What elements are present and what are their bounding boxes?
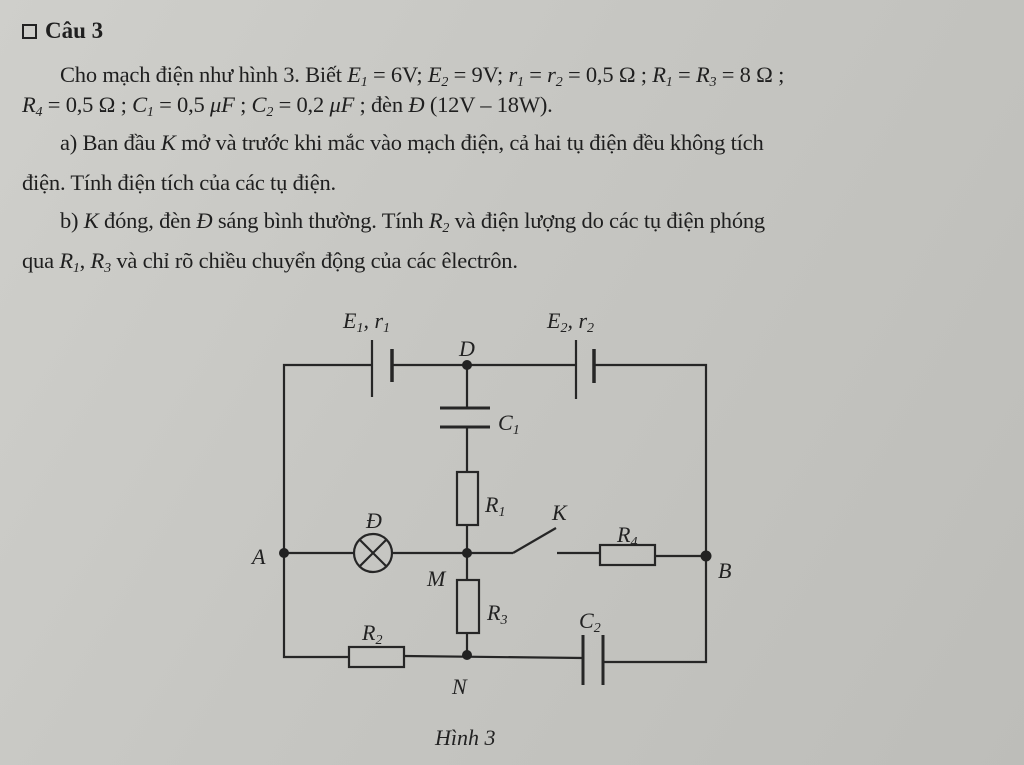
- label-e1: E1, r1: [342, 308, 390, 336]
- text-run: (12V – 18W).: [424, 92, 553, 117]
- capacitor-c1-symbol: [440, 406, 490, 429]
- math-symbol: r: [508, 62, 517, 87]
- math-symbol: K: [160, 130, 176, 155]
- text-run: mở và trước khi mắc vào mạch điện, cả ha…: [175, 130, 764, 155]
- text-run: a) Ban đầu: [60, 130, 161, 155]
- battery-e1-symbol: [370, 340, 394, 397]
- top-wire: [282, 363, 708, 556]
- math-symbol: R: [59, 248, 73, 273]
- text-run: b): [60, 208, 84, 233]
- wire-c2-b: [603, 556, 708, 664]
- math-symbol: K: [83, 208, 99, 233]
- label-node-d: D: [458, 336, 475, 361]
- text-run: = 0,5: [153, 92, 210, 117]
- math-symbol: E: [427, 62, 442, 87]
- part-b-line-1: b) K đóng, đèn Đ sáng bình thường. Tính …: [60, 208, 765, 237]
- math-symbol: μF: [329, 92, 355, 117]
- label-node-m: M: [426, 566, 447, 591]
- math-symbol: R: [22, 92, 36, 117]
- math-symbol: R: [428, 208, 443, 233]
- text-run: = 9V;: [448, 62, 509, 87]
- node-d-dot: [462, 360, 472, 370]
- battery-e2-symbol: [574, 340, 596, 399]
- label-r2: R2: [361, 620, 382, 648]
- resistor-r4-symbol: [598, 543, 657, 567]
- node-b-dot: [700, 550, 712, 562]
- text-run: =: [523, 62, 548, 87]
- label-node-a: A: [250, 544, 266, 569]
- math-symbol: R: [90, 248, 105, 273]
- text-run: đóng, đèn: [98, 208, 197, 233]
- subscript: 3: [104, 261, 111, 276]
- math-symbol: C: [251, 92, 267, 117]
- checkbox-square-icon: [22, 23, 37, 39]
- math-symbol: Đ: [196, 208, 213, 233]
- text-run: và điện lượng do các tụ điện phóng: [449, 208, 766, 233]
- label-r4: R4: [616, 522, 637, 550]
- text-run: = 0,5 Ω ;: [562, 62, 653, 87]
- text-run: qua: [22, 248, 60, 273]
- question-heading: Câu 3: [22, 18, 103, 44]
- math-symbol: E: [347, 62, 361, 87]
- node-n-dot: [462, 650, 472, 660]
- text-run: = 8 Ω ;: [716, 62, 785, 87]
- part-a-line-2: điện. Tính điện tích của các tụ điện.: [22, 170, 336, 196]
- math-symbol: R: [652, 62, 666, 87]
- subscript: 3: [709, 75, 717, 90]
- subscript: 2: [442, 221, 450, 236]
- wire-r2-n-c2: [403, 654, 584, 660]
- problem-line-1: Cho mạch điện như hình 3. Biết E1 = 6V; …: [60, 62, 784, 91]
- math-symbol: R: [695, 62, 710, 87]
- text-run: Cho mạch điện như hình 3. Biết: [60, 62, 348, 87]
- lamp-symbol: [352, 532, 394, 574]
- subscript: 1: [665, 75, 673, 90]
- label-node-n: N: [451, 674, 468, 699]
- question-title: Câu 3: [45, 18, 104, 43]
- subscript: 1: [72, 261, 80, 276]
- node-a-dot: [279, 548, 289, 558]
- text-run: ;: [234, 92, 252, 117]
- subscript: 2: [555, 75, 563, 90]
- part-b-line-2: qua R1, R3 và chỉ rõ chiều chuyển động c…: [22, 248, 518, 277]
- label-c1: C1: [498, 410, 520, 438]
- switch-k-symbol: [512, 527, 557, 554]
- text-run: = 6V;: [367, 62, 428, 87]
- math-symbol: r: [547, 62, 556, 87]
- problem-line-2: R4 = 0,5 Ω ; C1 = 0,5 μF ; C2 = 0,2 μF ;…: [22, 92, 553, 121]
- label-node-b: B: [718, 558, 731, 583]
- part-a-line-1: a) Ban đầu K mở và trước khi mắc vào mạc…: [60, 130, 764, 156]
- subscript: 1: [146, 105, 154, 120]
- label-lamp: Đ: [365, 508, 382, 533]
- text-run: ,: [79, 248, 91, 273]
- math-symbol: μF: [210, 92, 235, 117]
- subscript: 2: [441, 75, 449, 90]
- label-r3: R3: [486, 600, 507, 628]
- subscript: 1: [517, 75, 524, 90]
- capacitor-c2-symbol: [581, 635, 605, 685]
- figure-caption: Hình 3: [434, 725, 496, 750]
- subscript: 2: [266, 105, 274, 120]
- resistor-r2-symbol: [347, 645, 406, 669]
- text-run: sáng bình thường. Tính: [212, 208, 429, 233]
- text-run: = 0,5 Ω ;: [42, 92, 133, 117]
- text-run: = 0,2: [273, 92, 330, 117]
- math-symbol: Đ: [408, 92, 425, 117]
- text-run: ; đèn: [354, 92, 409, 117]
- label-e2: E2, r2: [546, 308, 594, 336]
- label-r1: R1: [484, 492, 505, 520]
- subscript: 1: [360, 75, 368, 90]
- text-run: điện. Tính điện tích của các tụ điện.: [22, 170, 336, 195]
- math-symbol: C: [132, 92, 147, 117]
- text-run: và chỉ rõ chiều chuyển động của các êlec…: [110, 248, 518, 273]
- node-m-dot: [462, 548, 472, 558]
- text-run: =: [672, 62, 696, 87]
- subscript: 4: [35, 105, 43, 120]
- label-switch-k: K: [551, 500, 568, 525]
- resistor-r1-symbol: [455, 470, 480, 527]
- resistor-r3-symbol: [455, 578, 481, 635]
- wire-a-r2: [282, 553, 349, 659]
- label-c2: C2: [579, 608, 601, 636]
